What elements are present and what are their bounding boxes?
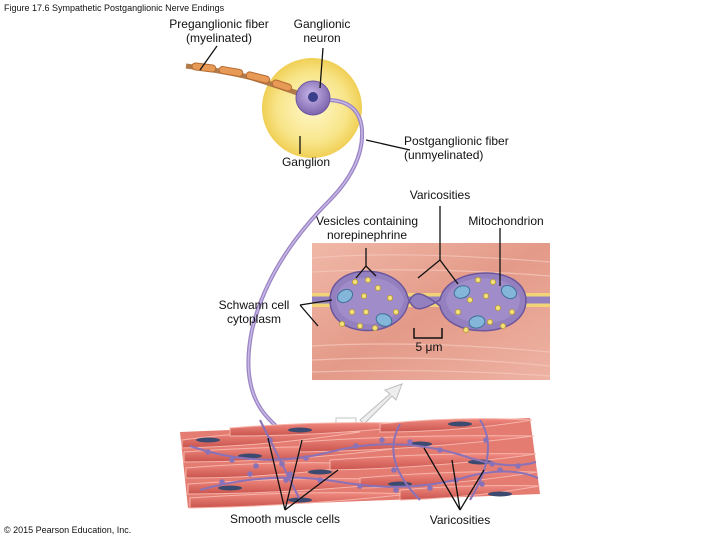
label-varicosities-bottom: Varicosities <box>429 513 491 527</box>
label-smooth-muscle-cells: Smooth muscle cells <box>229 512 341 526</box>
label-ganglion: Ganglion <box>281 155 331 169</box>
copyright: © 2015 Pearson Education, Inc. <box>4 525 132 535</box>
label-vesicles: Vesicles containing norepinephrine <box>315 214 419 242</box>
mitochondria <box>336 284 518 329</box>
scale-bar <box>413 328 443 339</box>
label-postganglionic-fiber: Postganglionic fiber (unmyelinated) <box>404 134 509 162</box>
label-schwann-cell: Schwann cell cytoplasm <box>218 298 290 326</box>
label-mitochondrion: Mitochondrion <box>468 214 544 228</box>
neuron-nucleus <box>308 92 318 102</box>
zoom-arrow <box>359 383 403 425</box>
vesicles <box>338 276 515 333</box>
figure-title: Figure 17.6 Sympathetic Postganglionic N… <box>4 3 225 13</box>
label-varicosities-top: Varicosities <box>409 188 471 202</box>
label-ganglionic-neuron: Ganglionic neuron <box>293 17 351 45</box>
label-preganglionic-fiber: Preganglionic fiber (myelinated) <box>169 17 269 45</box>
smooth-muscle-tissue <box>180 418 541 509</box>
leader-lines <box>199 45 501 511</box>
preganglionic-fiber <box>185 62 301 97</box>
label-scale: 5 μm <box>415 340 443 354</box>
